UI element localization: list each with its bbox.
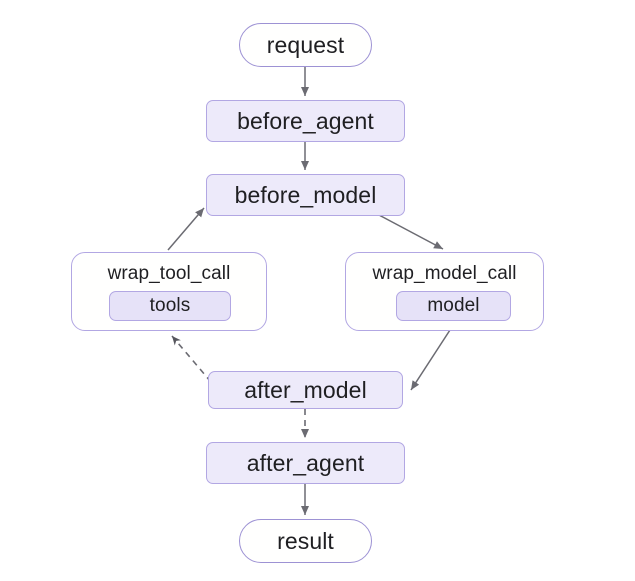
- node-before-model-label: before_model: [234, 181, 377, 208]
- node-tools[interactable]: tools: [109, 291, 231, 321]
- node-result[interactable]: result: [239, 519, 372, 563]
- node-wrap-tool-call[interactable]: wrap_tool_call tools: [71, 252, 267, 331]
- node-after-agent-label: after_agent: [246, 449, 365, 476]
- node-tools-label: tools: [149, 295, 191, 316]
- node-wrap-tool-call-label: wrap_tool_call: [107, 263, 231, 284]
- node-after-model[interactable]: after_model: [208, 371, 403, 409]
- node-model-label: model: [427, 295, 480, 316]
- node-after-model-label: after_model: [244, 376, 367, 403]
- node-before-agent[interactable]: before_agent: [206, 100, 405, 142]
- node-model[interactable]: model: [396, 291, 511, 321]
- node-result-label: result: [277, 527, 334, 554]
- node-request-label: request: [266, 31, 345, 58]
- node-request[interactable]: request: [239, 23, 372, 67]
- edge-after-model-to-wrap-tool-call: [171, 335, 212, 383]
- node-before-model[interactable]: before_model: [206, 174, 405, 216]
- edge-wrap-model-call-to-after-model: [410, 329, 451, 391]
- node-after-agent[interactable]: after_agent: [206, 442, 405, 484]
- edge-before-model-to-wrap-model-call: [378, 214, 444, 250]
- node-before-agent-label: before_agent: [237, 107, 374, 134]
- node-wrap-model-call-label: wrap_model_call: [372, 263, 517, 284]
- edge-wrap-tool-call-to-before-model: [167, 207, 205, 251]
- node-wrap-model-call[interactable]: wrap_model_call model: [345, 252, 544, 331]
